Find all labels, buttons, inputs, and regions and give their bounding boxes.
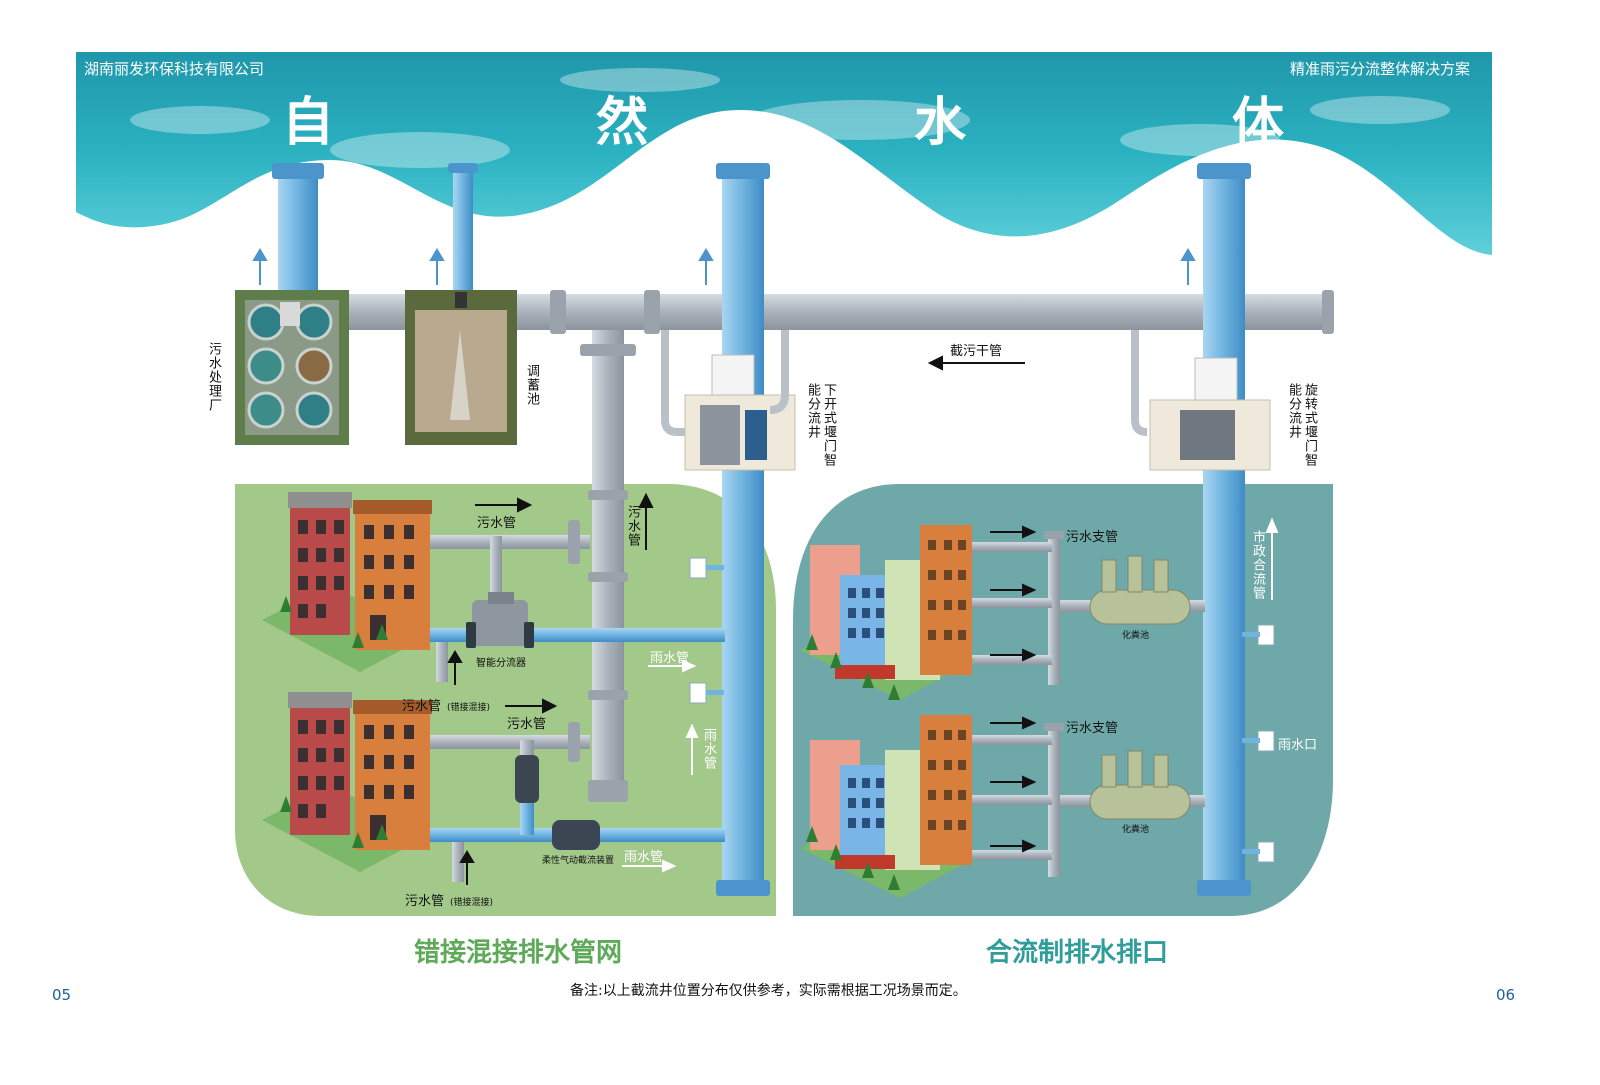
water-char-2: 然 — [596, 93, 651, 153]
right-section-title: 合流制排水排口 — [986, 938, 1169, 968]
water-char-3: 水 — [914, 93, 969, 153]
rain-pipe-vertical-label: 雨水管 — [701, 728, 716, 770]
solution-title: 精准雨污分流整体解决方案 — [1290, 60, 1471, 78]
left-buildings-top — [262, 492, 432, 672]
mixed-pipe-text-2: 污水管 — [405, 894, 445, 909]
sea-foam — [130, 68, 1450, 168]
septic-tank-label-2: 化粪池 — [1122, 825, 1150, 835]
water-char-1: 自 — [282, 93, 337, 153]
rain-grates-left — [689, 557, 707, 704]
sewage-plant-label: 污水处理厂 — [206, 342, 221, 412]
flex-device-shape — [552, 820, 600, 850]
mixed-note-2: (错接混接) — [450, 898, 494, 908]
branch-pipe-label-2: 污水支管 — [1066, 721, 1119, 736]
sewage-vertical-pipe — [592, 330, 624, 800]
mixed-note-1: (错接混接) — [447, 703, 491, 713]
sewage-pipe-vertical-label: 污水管 — [625, 505, 640, 547]
rain-pipe-label-2: 雨水管 — [624, 850, 664, 865]
left-outfall-pipe — [722, 165, 764, 895]
right-buildings-top — [800, 525, 975, 700]
septic-tank-label-1: 化粪池 — [1122, 631, 1150, 641]
water-char-4: 体 — [1232, 93, 1287, 153]
footer-note: 备注:以上截流井位置分布仅供参考，实际需根据工况场景而定。 — [570, 983, 967, 999]
sewage-pipe-label-2: 污水管 — [507, 717, 547, 732]
right-outfall-pipe — [1203, 165, 1245, 895]
page-number-left: 05 — [52, 986, 72, 1004]
weir-well-label: 下开式堰门智能分流井 — [805, 383, 836, 467]
weir-gate-well-image — [661, 330, 796, 471]
smart-diverter-device — [472, 600, 528, 646]
main-pipe-label: 截污干管 — [950, 344, 1003, 359]
septic-tank-bottom — [1089, 750, 1191, 820]
sewage-pipe-label-1: 污水管 — [477, 516, 517, 531]
page-number-right: 06 — [1496, 986, 1516, 1004]
rotary-well-label: 旋转式堰门智能分流井 — [1286, 383, 1317, 467]
right-buildings-bottom — [800, 715, 975, 898]
municipal-pipe-label: 市政合流管 — [1250, 530, 1265, 600]
flex-device-label: 柔性气动截流装置 — [542, 856, 615, 866]
left-section-title: 错接混接排水管网 — [414, 938, 623, 968]
storage-tank-image — [405, 290, 517, 445]
mixed-pipe-label-2: 污水管 (错接混接) — [405, 890, 493, 909]
mixed-pipe-label-1: 污水管 (错接混接) — [402, 695, 490, 714]
left-buildings-bottom — [262, 692, 432, 872]
rain-outlet-label: 雨水口 — [1278, 738, 1318, 753]
storage-tank-label: 调蓄池 — [524, 364, 539, 406]
sea-wave — [76, 52, 1492, 255]
rain-pipe-label-1: 雨水管 — [650, 651, 690, 666]
branch-pipe-label-1: 污水支管 — [1066, 530, 1119, 545]
sewage-plant-image — [235, 290, 349, 445]
mixed-pipe-text-1: 污水管 — [402, 699, 442, 714]
smart-diverter-label: 智能分流器 — [476, 658, 526, 669]
rotary-gate-well-image — [1131, 330, 1271, 471]
company-name: 湖南丽发环保科技有限公司 — [84, 60, 265, 78]
septic-tank-top — [1089, 555, 1191, 625]
